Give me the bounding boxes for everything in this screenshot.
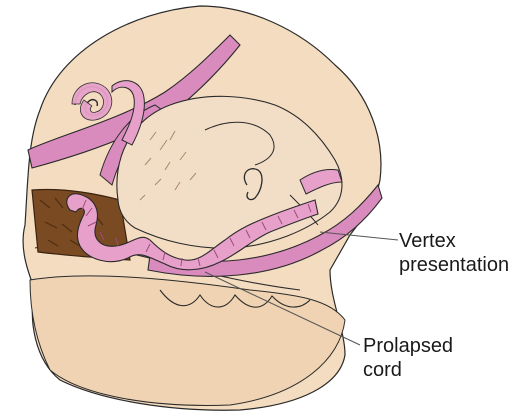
prolapsed-cord-label: Prolapsed cord	[363, 334, 453, 382]
vertex-presentation-label: Vertex presentation	[399, 229, 509, 277]
prolapsed-label-line1: Prolapsed	[363, 334, 453, 358]
vertex-label-line2: presentation	[399, 253, 509, 277]
vertex-label-line1: Vertex	[399, 229, 509, 253]
prolapsed-label-line2: cord	[363, 358, 453, 382]
